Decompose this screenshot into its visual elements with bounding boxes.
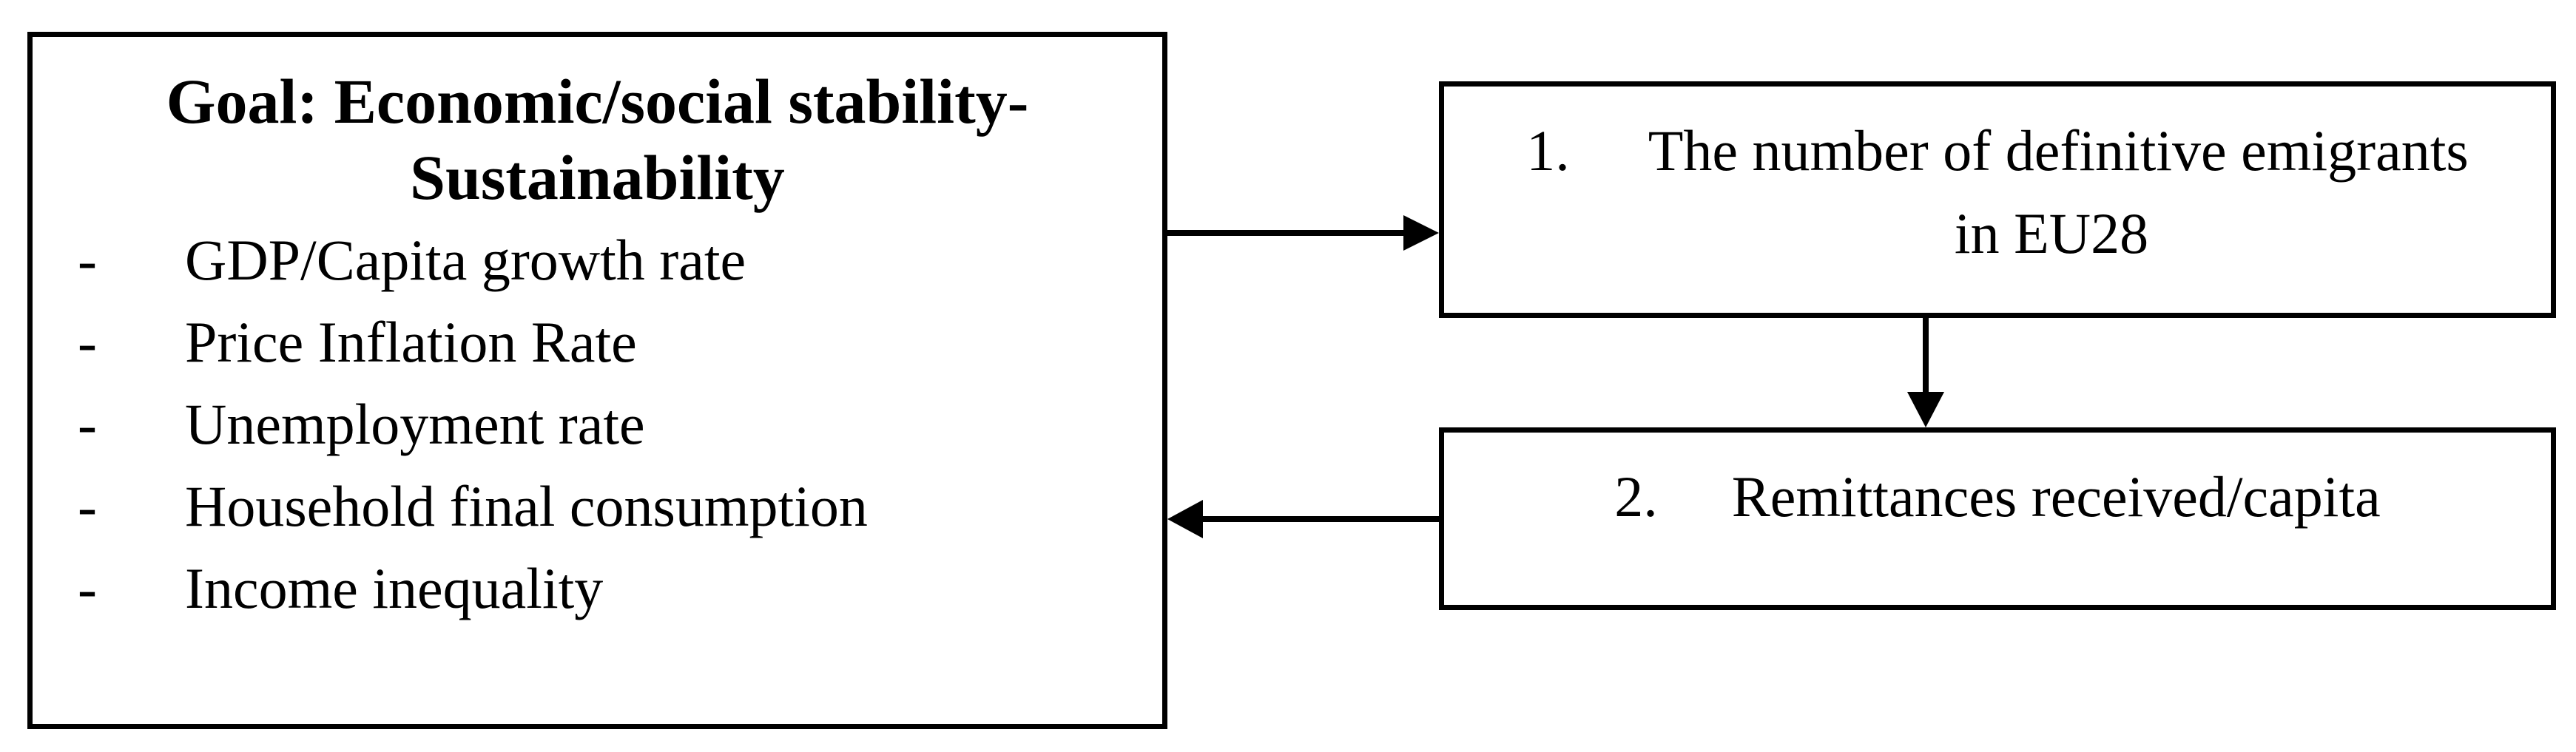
dash-bullet: - bbox=[78, 556, 97, 620]
arrowhead-right-icon bbox=[1403, 215, 1439, 251]
goal-title-line1: Goal: Economic/social stability- bbox=[166, 66, 1029, 137]
emigrants-box-line2: in EU28 bbox=[1954, 201, 2149, 265]
dash-bullet: - bbox=[78, 392, 97, 456]
list-item-label: Price Inflation Rate bbox=[185, 310, 637, 374]
dash-bullet: - bbox=[78, 228, 97, 292]
list-item-label: Unemployment rate bbox=[185, 392, 645, 456]
list-item: - Household final consumption bbox=[33, 465, 1162, 547]
arrow-shaft bbox=[1923, 315, 1929, 393]
goal-indicator-list: - GDP/Capita growth rate - Price Inflati… bbox=[33, 219, 1162, 629]
dash-bullet: - bbox=[78, 474, 97, 538]
list-item: - Income inequality bbox=[33, 547, 1162, 629]
dash-bullet: - bbox=[78, 310, 97, 374]
emigrants-box-number: 1. bbox=[1526, 118, 1570, 183]
remittances-box-text: Remittances received/capita bbox=[1731, 464, 2381, 529]
goal-title-line2: Sustainability bbox=[410, 142, 785, 213]
emigrants-box: 1. The number of definitive emigrants in… bbox=[1439, 81, 2556, 318]
arrowhead-down-icon bbox=[1907, 392, 1944, 427]
list-item: - Price Inflation Rate bbox=[33, 301, 1162, 383]
arrowhead-left-icon bbox=[1167, 500, 1203, 538]
list-item: - Unemployment rate bbox=[33, 383, 1162, 465]
list-item: - GDP/Capita growth rate bbox=[33, 219, 1162, 301]
list-item-label: Household final consumption bbox=[185, 474, 868, 538]
remittances-box: 2. Remittances received/capita bbox=[1439, 427, 2556, 610]
list-item-label: GDP/Capita growth rate bbox=[185, 228, 746, 292]
arrow-shaft bbox=[1203, 516, 1442, 522]
arrow-shaft bbox=[1167, 230, 1403, 236]
remittances-box-number: 2. bbox=[1614, 464, 1658, 529]
goal-box-title: Goal: Economic/social stability- Sustain… bbox=[33, 37, 1162, 216]
list-item-label: Income inequality bbox=[185, 556, 604, 620]
emigrants-box-text: The number of definitive emigrants bbox=[1648, 118, 2469, 183]
emigrants-box-line1: 1. The number of definitive emigrants bbox=[1444, 109, 2551, 192]
goal-box: Goal: Economic/social stability- Sustain… bbox=[27, 32, 1167, 729]
